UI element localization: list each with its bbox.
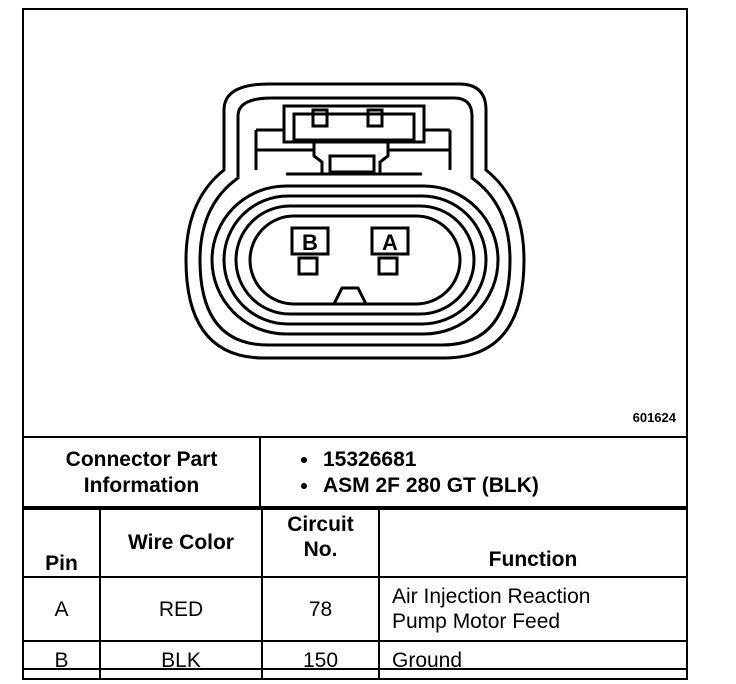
cavity-b-label-box <box>290 226 330 256</box>
figure-id: 601624 <box>632 410 676 425</box>
table-row: B BLK 150 Ground <box>22 640 688 680</box>
cell-wire-color: RED <box>99 576 263 642</box>
connector-part-info-label: Connector Part Information <box>22 436 261 510</box>
latch-tab-right <box>366 108 384 128</box>
cell-function: Air Injection Reaction Pump Motor Feed <box>378 576 688 642</box>
cavity-b-terminal <box>297 256 319 276</box>
cell-circuit: 78 <box>261 576 380 642</box>
bullet-icon <box>301 483 307 489</box>
latch-outer <box>282 104 426 144</box>
table-row: A RED 78 Air Injection Reaction Pump Mot… <box>22 576 688 642</box>
bullet-icon <box>301 457 307 463</box>
connector-inner-shell <box>198 96 512 347</box>
terminal-face <box>248 214 462 306</box>
cavity-a-label-box <box>370 226 410 256</box>
part-info-item: ASM 2F 280 GT (BLK) <box>301 473 686 499</box>
header-circuit-text: Circuit No. <box>287 513 354 561</box>
seal-ring-mid <box>222 194 488 326</box>
pin-table-header: Pin Wire Color Circuit No. Function <box>22 506 688 578</box>
header-function: Function <box>378 506 688 578</box>
cell-function: Ground <box>378 640 688 680</box>
cell-wire-color: BLK <box>99 640 263 680</box>
latch-lock <box>312 142 390 176</box>
header-wire-color: Wire Color <box>99 506 263 578</box>
cell-pin: B <box>22 640 101 680</box>
header-pin: Pin <box>22 506 101 578</box>
cavity-label-b: B <box>302 230 318 255</box>
pin-table: Pin Wire Color Circuit No. Function A RE… <box>22 506 688 680</box>
connector-face-drawing: B A <box>184 82 526 360</box>
latch-tab-left <box>311 108 329 128</box>
part-info-item: 15326681 <box>301 447 686 473</box>
connector-part-info-items: 15326681 ASM 2F 280 GT (BLK) <box>259 436 688 510</box>
latch-ramp <box>328 154 376 174</box>
cavity-label-a: A <box>382 230 398 255</box>
seal-ring-outer <box>210 184 500 336</box>
connector-outer-shell <box>184 82 526 360</box>
cell-circuit: 150 <box>261 640 380 680</box>
latch-inner <box>292 112 416 142</box>
seal-ring-inner <box>234 204 476 316</box>
cavity-a-terminal <box>377 256 399 276</box>
header-circuit: Circuit No. <box>261 506 380 578</box>
connector-part-info-table: Connector Part Information 15326681 ASM … <box>22 436 688 510</box>
cell-pin: A <box>22 576 101 642</box>
polarizing-key <box>332 286 368 305</box>
connector-diagram-frame: B A 601624 Connector Part Information 15… <box>22 8 688 680</box>
